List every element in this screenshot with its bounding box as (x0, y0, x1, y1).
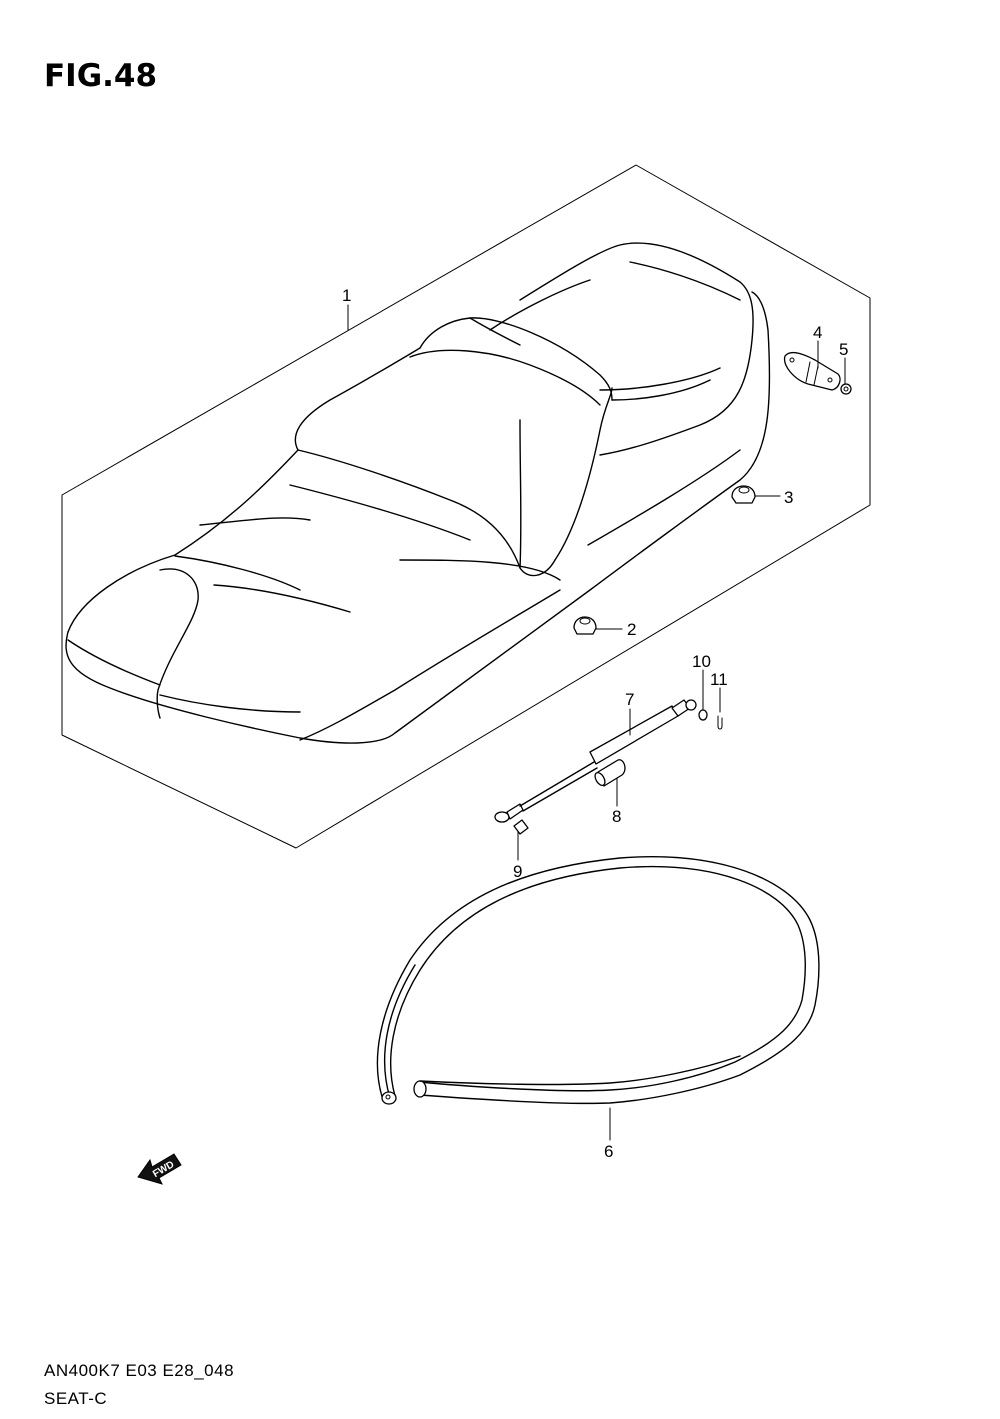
part-10-washer (698, 709, 708, 721)
callout-10: 10 (692, 652, 711, 671)
callout-5: 5 (839, 340, 848, 359)
callout-7: 7 (625, 690, 634, 709)
part-4-hinge-plate (783, 351, 841, 391)
assembly-boundary (61, 164, 871, 849)
callout-6: 6 (604, 1142, 613, 1161)
callout-9: 9 (513, 862, 522, 881)
callout-4: 4 (813, 323, 822, 342)
leader-lines (347, 304, 846, 1141)
part-7-gas-damper (494, 699, 697, 823)
part-11-clip (717, 715, 723, 730)
section-name: SEAT-C (44, 1389, 108, 1408)
fwd-direction-arrow: FWD (137, 1153, 182, 1185)
seat-outline (65, 242, 771, 744)
callout-3: 3 (784, 488, 793, 507)
model-code: AN400K7 E03 E28_048 (44, 1361, 235, 1380)
part-9-bolt (513, 819, 529, 841)
part-6-seal-strip (376, 856, 820, 1105)
part-8-sleeve (594, 759, 626, 787)
part-2-cushion (573, 616, 597, 635)
fwd-label: FWD (151, 1159, 176, 1180)
callout-2: 2 (627, 620, 636, 639)
callout-8: 8 (612, 807, 621, 826)
figure-title: FIG.48 (44, 58, 158, 94)
part-5-nut (840, 383, 852, 395)
callout-11: 11 (710, 670, 728, 689)
callout-1: 1 (342, 286, 351, 305)
part-3-cushion (731, 485, 756, 504)
